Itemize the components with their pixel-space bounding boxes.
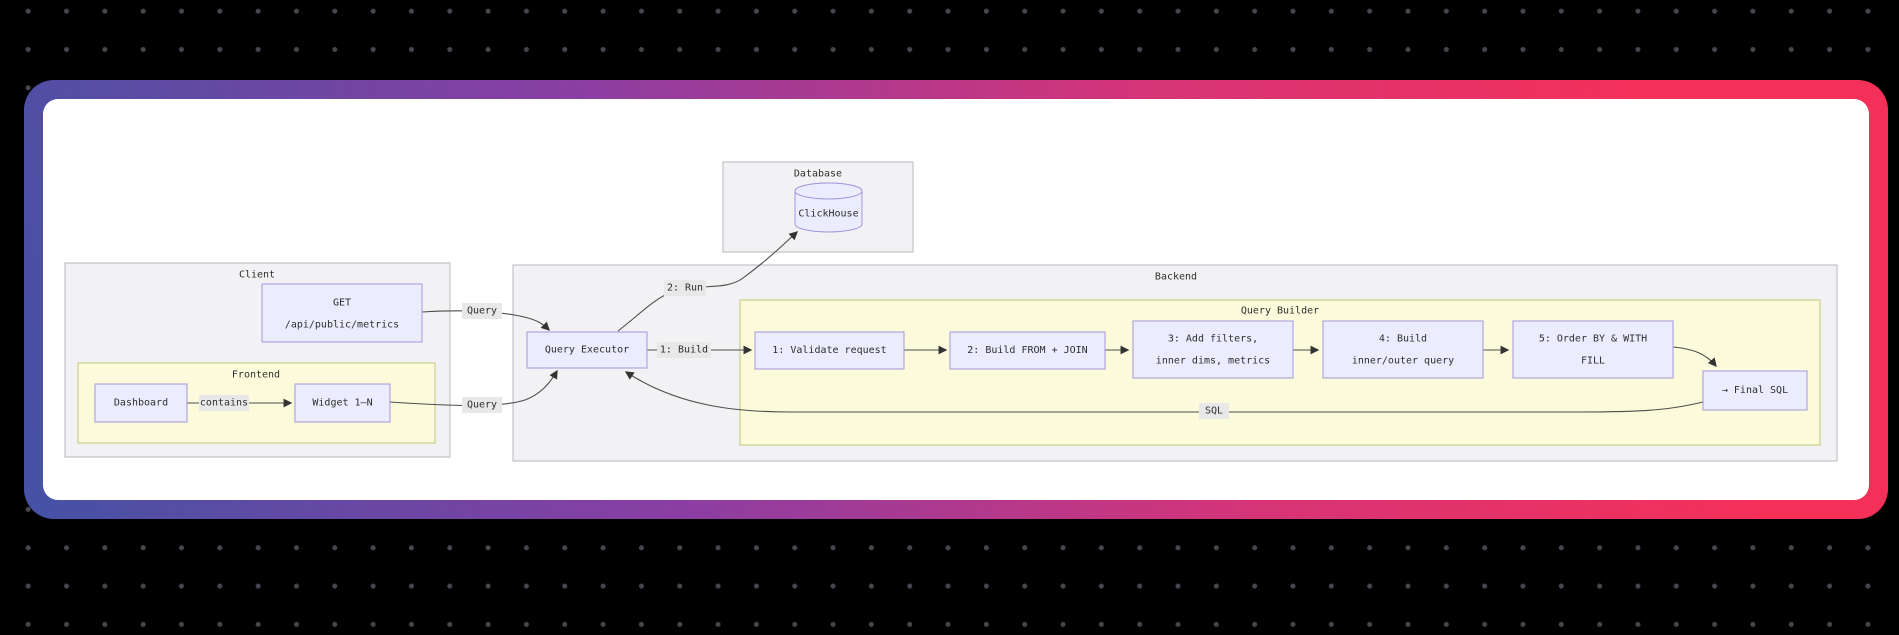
edge-step5-final-sql: [1672, 346, 1717, 368]
node-dashboard: Dashboard: [94, 383, 188, 423]
node-step3-box: [1132, 320, 1294, 379]
edge-label-build-bg: [657, 342, 711, 358]
edge-label-run-text: 2: Run: [667, 283, 703, 294]
edge-label-contains-bg: [199, 395, 249, 411]
node-step4-build-inner-outer: 4: Build inner/outer query: [1322, 320, 1484, 379]
edge-label-query-bottom-bg: [462, 397, 502, 413]
node-dashboard-box: [94, 383, 188, 423]
edge-label-query-top: Query: [462, 303, 502, 319]
edge-label-run-bg: [664, 280, 706, 296]
cluster-frontend-label: Frontend: [232, 370, 280, 381]
edge-label-query-bottom: Query: [462, 397, 502, 413]
edge-label-sql-bg: [1199, 403, 1229, 419]
node-step2-box: [949, 331, 1106, 370]
node-get-endpoint-box: [261, 283, 423, 343]
node-get-endpoint: GET /api/public/metrics: [261, 283, 423, 343]
edge-label-query-bottom-text: Query: [467, 400, 497, 411]
node-step3-line1: 3: Add filters,: [1168, 334, 1258, 345]
node-step2-build-from: 2: Build FROM + JOIN: [949, 331, 1106, 370]
node-final-sql-box: [1702, 370, 1808, 411]
node-clickhouse-label: ClickHouse: [798, 209, 858, 220]
edge-query-executor-clickhouse: [617, 231, 798, 332]
node-query-executor-box: [526, 331, 648, 369]
node-step4-box: [1322, 320, 1484, 379]
node-final-sql: → Final SQL: [1702, 370, 1808, 411]
node-final-sql-label: → Final SQL: [1722, 385, 1788, 396]
edge-label-contains: contains: [199, 395, 249, 411]
node-step2-label: 2: Build FROM + JOIN: [967, 345, 1087, 356]
cluster-database-box: [722, 161, 914, 253]
edge-label-contains-text: contains: [200, 398, 248, 409]
edge-get-query-executor: [421, 310, 550, 331]
cluster-database: Database: [722, 161, 914, 253]
node-step4-line1: 4: Build: [1379, 334, 1427, 345]
edge-label-sql-text: SQL: [1205, 406, 1223, 417]
edge-label-query-top-text: Query: [467, 306, 497, 317]
node-query-executor-label: Query Executor: [545, 345, 629, 356]
node-dashboard-label: Dashboard: [114, 398, 168, 409]
cluster-query-builder-label: Query Builder: [1241, 306, 1319, 317]
edge-label-run: 2: Run: [664, 280, 706, 296]
node-query-executor: Query Executor: [526, 331, 648, 369]
cluster-client-label: Client: [239, 270, 275, 281]
edge-widget-query-executor: [389, 369, 558, 407]
clickhouse-cylinder-top: [794, 182, 863, 200]
edge-label-build: 1: Build: [657, 342, 711, 358]
node-step5-order-by: 5: Order BY & WITH FILL: [1512, 320, 1674, 379]
node-step3-add-filters: 3: Add filters, inner dims, metrics: [1132, 320, 1294, 379]
node-step4-line2: inner/outer query: [1352, 356, 1454, 367]
node-widget: Widget 1–N: [294, 383, 391, 423]
node-step1-validate: 1: Validate request: [754, 331, 905, 370]
node-widget-label: Widget 1–N: [312, 398, 372, 409]
node-clickhouse: ClickHouse: [794, 182, 863, 233]
node-get-endpoint-line2: /api/public/metrics: [285, 320, 399, 331]
node-step5-box: [1512, 320, 1674, 379]
node-step5-line2: FILL: [1581, 356, 1605, 367]
edge-label-build-text: 1: Build: [660, 345, 708, 356]
edge-label-sql: SQL: [1199, 403, 1229, 419]
node-step3-line2: inner dims, metrics: [1156, 356, 1270, 367]
node-widget-box: [294, 383, 391, 423]
edge-label-query-top-bg: [462, 303, 502, 319]
edge-final-sql-query-executor: [624, 371, 1704, 413]
node-get-endpoint-line1: GET: [333, 298, 351, 309]
node-step1-label: 1: Validate request: [772, 345, 886, 356]
cluster-backend-label: Backend: [1155, 272, 1197, 283]
node-step5-line1: 5: Order BY & WITH: [1539, 334, 1647, 345]
cluster-database-label: Database: [794, 169, 842, 180]
node-step1-box: [754, 331, 905, 370]
